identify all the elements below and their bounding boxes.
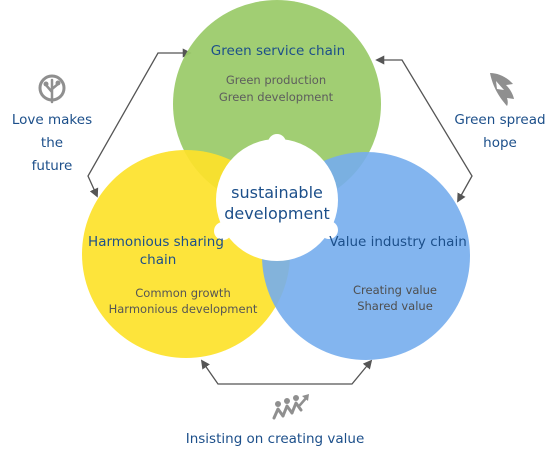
arrow-bottom xyxy=(200,359,373,385)
center-circle xyxy=(214,134,338,261)
yellow-circle-title-line1: Harmonious sharing xyxy=(88,234,224,250)
blue-circle-title: Value industry chain xyxy=(329,234,467,250)
label-bottom-text: Insisting on creating value xyxy=(185,431,365,447)
center-text-line1: sustainable xyxy=(231,183,323,202)
yellow-circle-title-line2: chain xyxy=(140,252,177,268)
label-left-line1: Love makes the xyxy=(11,112,93,151)
label-right-line2: hope xyxy=(483,135,517,151)
label-insisting-on-creating-value: Insisting on creating value xyxy=(150,429,400,449)
blue-circle-item-2: Shared value xyxy=(357,299,433,313)
green-circle-item-2: Green development xyxy=(219,90,334,104)
green-circle-item-1: Green production xyxy=(226,73,326,87)
arrow-right xyxy=(375,55,473,203)
center-text-line2: development xyxy=(224,204,330,223)
arrow-left xyxy=(87,48,192,198)
label-love-makes-the-future: Love makes the future xyxy=(0,109,104,178)
tree-icon xyxy=(38,74,66,104)
growth-people-icon xyxy=(272,394,309,420)
label-left-line2: future xyxy=(31,158,73,174)
circle-green-service-chain xyxy=(173,0,381,208)
label-green-spread-hope: Green spread hope xyxy=(452,109,548,155)
yellow-circle-item-1: Common growth xyxy=(135,286,230,300)
label-right-line1: Green spread xyxy=(454,112,546,128)
blue-circle-item-1: Creating value xyxy=(353,283,437,297)
yellow-circle-item-2: Harmonious development xyxy=(109,302,258,316)
wing-icon xyxy=(490,73,514,106)
green-circle-title: Green service chain xyxy=(211,43,345,59)
